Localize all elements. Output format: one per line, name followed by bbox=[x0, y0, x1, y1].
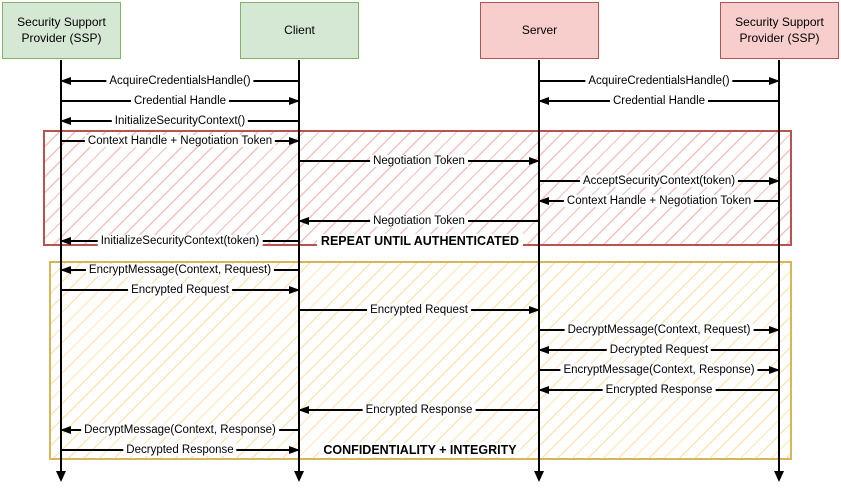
message-label: Negotiation Token bbox=[370, 155, 468, 167]
arrowhead-icon bbox=[289, 96, 300, 105]
arrowhead-icon bbox=[529, 156, 540, 165]
arrowhead-icon bbox=[289, 136, 300, 145]
message-label: EncryptMessage(Context, Response) bbox=[560, 364, 758, 376]
message-label: Encrypted Response bbox=[362, 404, 476, 416]
arrowhead-icon bbox=[289, 445, 300, 454]
arrowhead-icon bbox=[60, 425, 71, 434]
message-label: Credential Handle bbox=[130, 95, 230, 107]
arrowhead-icon bbox=[538, 96, 549, 105]
message-label: Negotiation Token bbox=[370, 215, 468, 227]
arrowhead-icon bbox=[529, 305, 540, 314]
arrowhead-icon bbox=[538, 196, 549, 205]
actor-box-ssp-left: Security Support Provider (SSP) bbox=[2, 2, 121, 59]
lifeline bbox=[538, 60, 540, 472]
arrowhead-icon bbox=[298, 405, 309, 414]
arrowhead-icon bbox=[60, 265, 71, 274]
message-label: Context Handle + Negotiation Token bbox=[563, 195, 755, 207]
arrowhead-icon bbox=[769, 76, 780, 85]
message-label: Decrypted Response bbox=[123, 444, 237, 456]
arrowhead-icon bbox=[769, 365, 780, 374]
arrowhead-icon bbox=[538, 345, 549, 354]
actor-box-server: Server bbox=[480, 2, 599, 59]
lifeline bbox=[298, 60, 300, 472]
message-label: Encrypted Request bbox=[367, 304, 471, 316]
lifeline-end-arrow-icon bbox=[534, 471, 544, 482]
arrowhead-icon bbox=[60, 236, 71, 245]
message-label: Context Handle + Negotiation Token bbox=[84, 135, 276, 147]
actor-label: Security Support Provider (SSP) bbox=[17, 14, 106, 45]
message-label: Decrypted Request bbox=[606, 344, 712, 356]
arrowhead-icon bbox=[60, 76, 71, 85]
actor-label: Client bbox=[284, 22, 315, 37]
message-label: Encrypted Request bbox=[128, 284, 232, 296]
lifeline-end-arrow-icon bbox=[294, 471, 304, 482]
actor-label: Security Support Provider (SSP) bbox=[735, 14, 824, 45]
message-label: InitializeSecurityContext(token) bbox=[97, 235, 263, 247]
lifeline bbox=[778, 60, 780, 472]
authentication-loop-region bbox=[43, 130, 792, 246]
arrowhead-icon bbox=[60, 116, 71, 125]
message-label: AcquireCredentialsHandle() bbox=[106, 75, 254, 87]
message-label: Credential Handle bbox=[609, 95, 709, 107]
message-label: InitializeSecurityContext() bbox=[111, 115, 249, 127]
actor-label: Server bbox=[521, 22, 558, 37]
actor-box-client: Client bbox=[240, 2, 359, 59]
message-label: DecryptMessage(Context, Response) bbox=[81, 424, 279, 436]
arrowhead-icon bbox=[769, 176, 780, 185]
lifeline-end-arrow-icon bbox=[56, 471, 66, 482]
repeat-until-authenticated-label: REPEAT UNTIL AUTHENTICATED bbox=[316, 234, 524, 248]
confidentiality-integrity-label: CONFIDENTIALITY + INTEGRITY bbox=[319, 443, 521, 457]
arrowhead-icon bbox=[298, 216, 309, 225]
message-label: AcquireCredentialsHandle() bbox=[585, 75, 733, 87]
message-label: AcceptSecurityContext(token) bbox=[579, 175, 739, 187]
arrowhead-icon bbox=[538, 385, 549, 394]
lifeline-end-arrow-icon bbox=[774, 471, 784, 482]
arrowhead-icon bbox=[769, 325, 780, 334]
message-label: Encrypted Response bbox=[602, 384, 716, 396]
message-label: EncryptMessage(Context, Request) bbox=[85, 264, 275, 276]
message-label: DecryptMessage(Context, Request) bbox=[564, 324, 754, 336]
actor-box-ssp-right: Security Support Provider (SSP) bbox=[720, 2, 839, 59]
arrowhead-icon bbox=[289, 285, 300, 294]
